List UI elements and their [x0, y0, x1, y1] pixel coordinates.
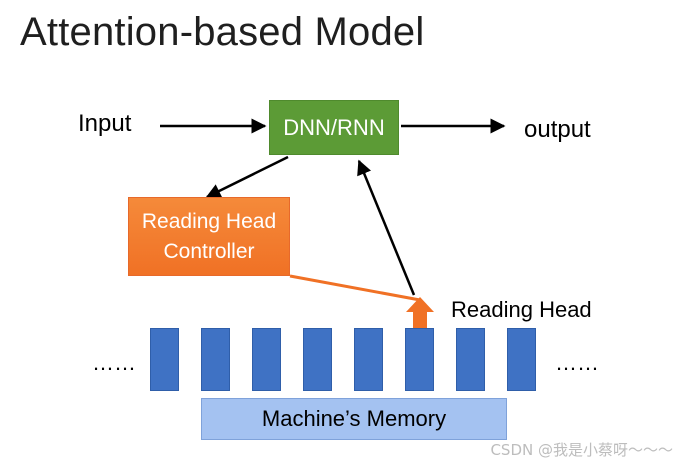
memory-cell [507, 328, 536, 391]
dnn-rnn-label: DNN/RNN [283, 114, 385, 140]
memory-cell [456, 328, 485, 391]
memory-ellipsis-right: …… [555, 350, 599, 375]
reading-head-controller-box: Reading Head Controller [128, 197, 290, 276]
memory-cell [405, 328, 434, 391]
controller-label-line1: Reading Head [141, 209, 277, 233]
memory-cell [150, 328, 179, 391]
reading-head-arrow [406, 297, 434, 328]
output-label: output [524, 116, 591, 143]
slide-title: Attention-based Model [20, 10, 425, 54]
machine-memory-label: Machine’s Memory [261, 406, 447, 431]
memory-cell [303, 328, 332, 391]
memory-ellipsis-left: …… [92, 350, 136, 375]
memory-cell [252, 328, 281, 391]
reading-head-to-dnn-arrow [357, 159, 416, 296]
input-label: Input [78, 110, 132, 137]
dnn-rnn-box: DNN/RNN [269, 100, 399, 155]
machine-memory-box: Machine’s Memory [201, 398, 507, 440]
controller-label-line2: Controller [163, 239, 255, 263]
reading-head-label: Reading Head [451, 297, 592, 322]
controller-to-head-line [289, 274, 421, 302]
memory-cell [201, 328, 230, 391]
watermark: CSDN @我是小蔡呀～～～ [490, 441, 673, 459]
dnn-to-controller-arrow [205, 155, 289, 199]
memory-cell [354, 328, 383, 391]
